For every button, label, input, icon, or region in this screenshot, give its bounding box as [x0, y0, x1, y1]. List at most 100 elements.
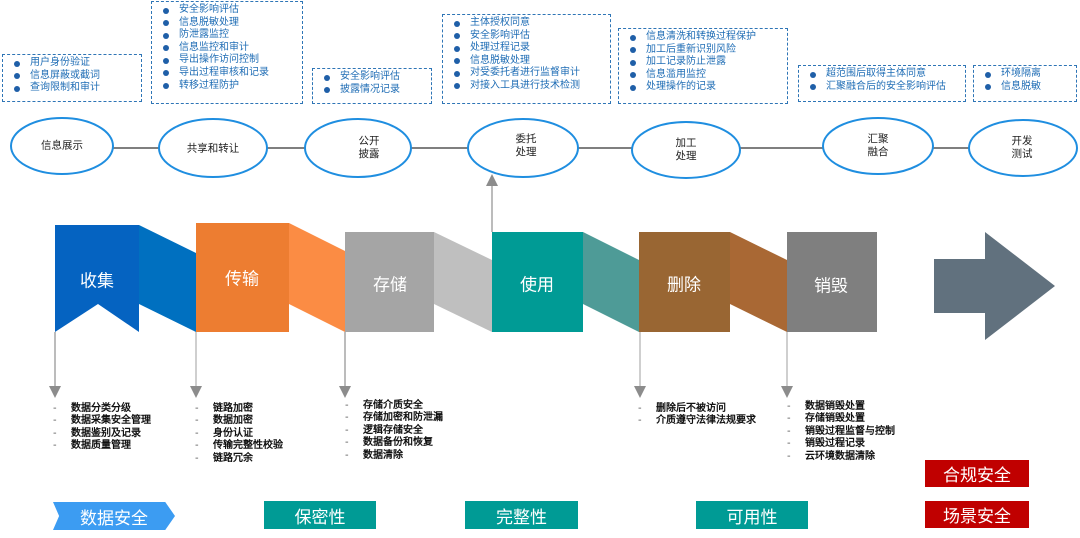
- tag-integrity: 完整性: [465, 501, 578, 529]
- measure-item: 加工后重新识别风险: [629, 44, 781, 57]
- measure-box-dev-test: 环境隔离 信息脱敏: [973, 65, 1077, 102]
- node-entrusted-processing[interactable]: [467, 118, 579, 178]
- ribbon-block-transmit: [196, 223, 289, 332]
- stage-label-store: 存储: [373, 275, 407, 296]
- tag-availability: 可用性: [696, 501, 808, 529]
- requirement-item: 链路冗余: [195, 453, 283, 466]
- measure-item: 加工记录防止泄露: [629, 56, 781, 69]
- requirements-store: 存储介质安全 存储加密和防泄漏 逻辑存储安全 数据备份和恢复 数据清除: [345, 400, 443, 462]
- measure-item: 安全影响评估: [162, 4, 296, 17]
- measure-box-processing: 信息清洗和转换过程保护 加工后重新识别风险 加工记录防止泄露 信息滥用监控 处理…: [618, 28, 788, 104]
- requirement-item: 介质遵守法律法规要求: [638, 415, 756, 428]
- requirements-collect: 数据分类分级 数据采集安全管理 数据鉴别及记录 数据质量管理: [53, 403, 151, 453]
- node-label-info-display: 信息展示: [41, 139, 83, 152]
- measure-item: 导出过程审核和记录: [162, 67, 296, 80]
- measure-item: 信息脱敏: [984, 81, 1070, 94]
- ribbon-fold-use: [583, 232, 639, 332]
- requirement-arrows: [49, 332, 793, 398]
- measure-item: 信息屏蔽或截词: [13, 70, 135, 83]
- requirements-transmit: 链路加密 数据加密 身份认证 传输完整性校验 链路冗余: [195, 403, 283, 465]
- requirement-item: 身份认证: [195, 428, 283, 441]
- ribbon-end-arrow: [934, 232, 1055, 340]
- measure-item: 安全影响评估: [323, 71, 425, 84]
- measure-item: 信息滥用监控: [629, 69, 781, 82]
- ribbon-fold-store: [434, 232, 492, 332]
- stage-label-use: 使用: [520, 275, 554, 296]
- measure-box-info-display: 用户身份验证 信息屏蔽或截词 查询限制和审计: [2, 54, 142, 102]
- requirement-item: 存储介质安全: [345, 400, 443, 413]
- node-dev-test[interactable]: [968, 119, 1078, 177]
- requirement-item: 销毁过程记录: [787, 438, 895, 451]
- node-label-entrusted-processing: 委托处理: [515, 133, 537, 158]
- requirement-item: 存储加密和防泄漏: [345, 412, 443, 425]
- ribbon-block-collect: [55, 225, 139, 332]
- requirement-item: 数据质量管理: [53, 440, 151, 453]
- stage-label-delete: 删除: [667, 275, 701, 296]
- requirement-item: 云环境数据清除: [787, 451, 895, 464]
- measure-box-entrusted-processing: 主体授权同意 安全影响评估 处理过程记录 信息脱敏处理 对受委托者进行监督审计 …: [442, 14, 611, 104]
- requirement-item: 数据销毁处置: [787, 401, 895, 414]
- measure-item: 对接入工具进行技术检测: [453, 80, 604, 93]
- node-label-aggregation: 汇聚融合: [867, 133, 889, 158]
- tag-data-security: 数据安全: [53, 502, 175, 530]
- stage-label-collect: 收集: [80, 271, 114, 292]
- measure-item: 转移过程防护: [162, 80, 296, 93]
- requirements-destroy: 数据销毁处置 存储销毁处置 销毁过程监督与控制 销毁过程记录 云环境数据清除: [787, 401, 895, 463]
- requirement-item: 逻辑存储安全: [345, 425, 443, 438]
- measure-item: 查询限制和审计: [13, 82, 135, 95]
- node-label-dev-test: 开发测试: [1011, 135, 1033, 160]
- stage-label-destroy: 销毁: [814, 276, 848, 297]
- tag-confidentiality: 保密性: [264, 501, 376, 529]
- measure-item: 处理过程记录: [453, 42, 604, 55]
- measure-item: 环境隔离: [984, 68, 1070, 81]
- ribbon-fold-delete: [730, 232, 787, 332]
- stage-label-transmit: 传输: [225, 269, 259, 290]
- measure-box-public-disclosure: 安全影响评估 披露情况记录: [312, 68, 432, 104]
- measure-item: 披露情况记录: [323, 84, 425, 97]
- measure-item: 信息监控和审计: [162, 42, 296, 55]
- node-label-share-transfer: 共享和转让: [186, 142, 240, 155]
- measure-item: 安全影响评估: [453, 30, 604, 43]
- requirement-item: 链路加密: [195, 403, 283, 416]
- tag-scenario-security: 场景安全: [925, 501, 1029, 528]
- measure-item: 处理操作的记录: [629, 81, 781, 94]
- requirement-item: 数据分类分级: [53, 403, 151, 416]
- node-aggregation[interactable]: [822, 117, 934, 175]
- measure-item: 防泄露监控: [162, 29, 296, 42]
- node-processing[interactable]: [631, 121, 741, 179]
- ribbon-block-destroy: [787, 232, 877, 332]
- measure-item: 信息脱敏处理: [453, 55, 604, 68]
- lifecycle-ribbon: [55, 223, 1055, 340]
- requirement-item: 销毁过程监督与控制: [787, 426, 895, 439]
- measure-item: 导出操作访问控制: [162, 54, 296, 67]
- node-share-transfer[interactable]: [158, 118, 268, 178]
- requirement-item: 数据鉴别及记录: [53, 428, 151, 441]
- measure-item: 主体授权同意: [453, 17, 604, 30]
- tag-compliance-security: 合规安全: [925, 460, 1029, 487]
- measure-item: 用户身份验证: [13, 57, 135, 70]
- ribbon-block-use: [492, 232, 583, 332]
- requirement-item: 数据清除: [345, 450, 443, 463]
- ribbon-fold-collect: [139, 225, 196, 332]
- requirements-delete: 删除后不被访问 介质遵守法律法规要求: [638, 403, 756, 428]
- node-public-disclosure[interactable]: [304, 118, 412, 178]
- requirement-item: 数据备份和恢复: [345, 437, 443, 450]
- ribbon-fold-transmit: [289, 223, 345, 332]
- node-label-processing: 加工处理: [675, 137, 697, 162]
- measure-box-share-transfer: 安全影响评估 信息脱敏处理 防泄露监控 信息监控和审计 导出操作访问控制 导出过…: [151, 1, 303, 104]
- node-label-public-disclosure: 公开披露: [358, 135, 380, 160]
- requirement-item: 删除后不被访问: [638, 403, 756, 416]
- measure-item: 超范围后取得主体同意: [809, 68, 959, 81]
- usage-nodes: [10, 117, 1078, 179]
- requirement-item: 数据采集安全管理: [53, 415, 151, 428]
- measure-item: 汇聚融合后的安全影响评估: [809, 81, 959, 94]
- requirement-item: 传输完整性校验: [195, 440, 283, 453]
- measure-item: 对受委托者进行监督审计: [453, 67, 604, 80]
- node-info-display[interactable]: [10, 117, 114, 175]
- ribbon-block-delete: [639, 232, 730, 332]
- ribbon-block-store: [345, 232, 434, 332]
- requirement-item: 存储销毁处置: [787, 413, 895, 426]
- measure-item: 信息清洗和转换过程保护: [629, 31, 781, 44]
- measure-box-aggregation: 超范围后取得主体同意 汇聚融合后的安全影响评估: [798, 65, 966, 102]
